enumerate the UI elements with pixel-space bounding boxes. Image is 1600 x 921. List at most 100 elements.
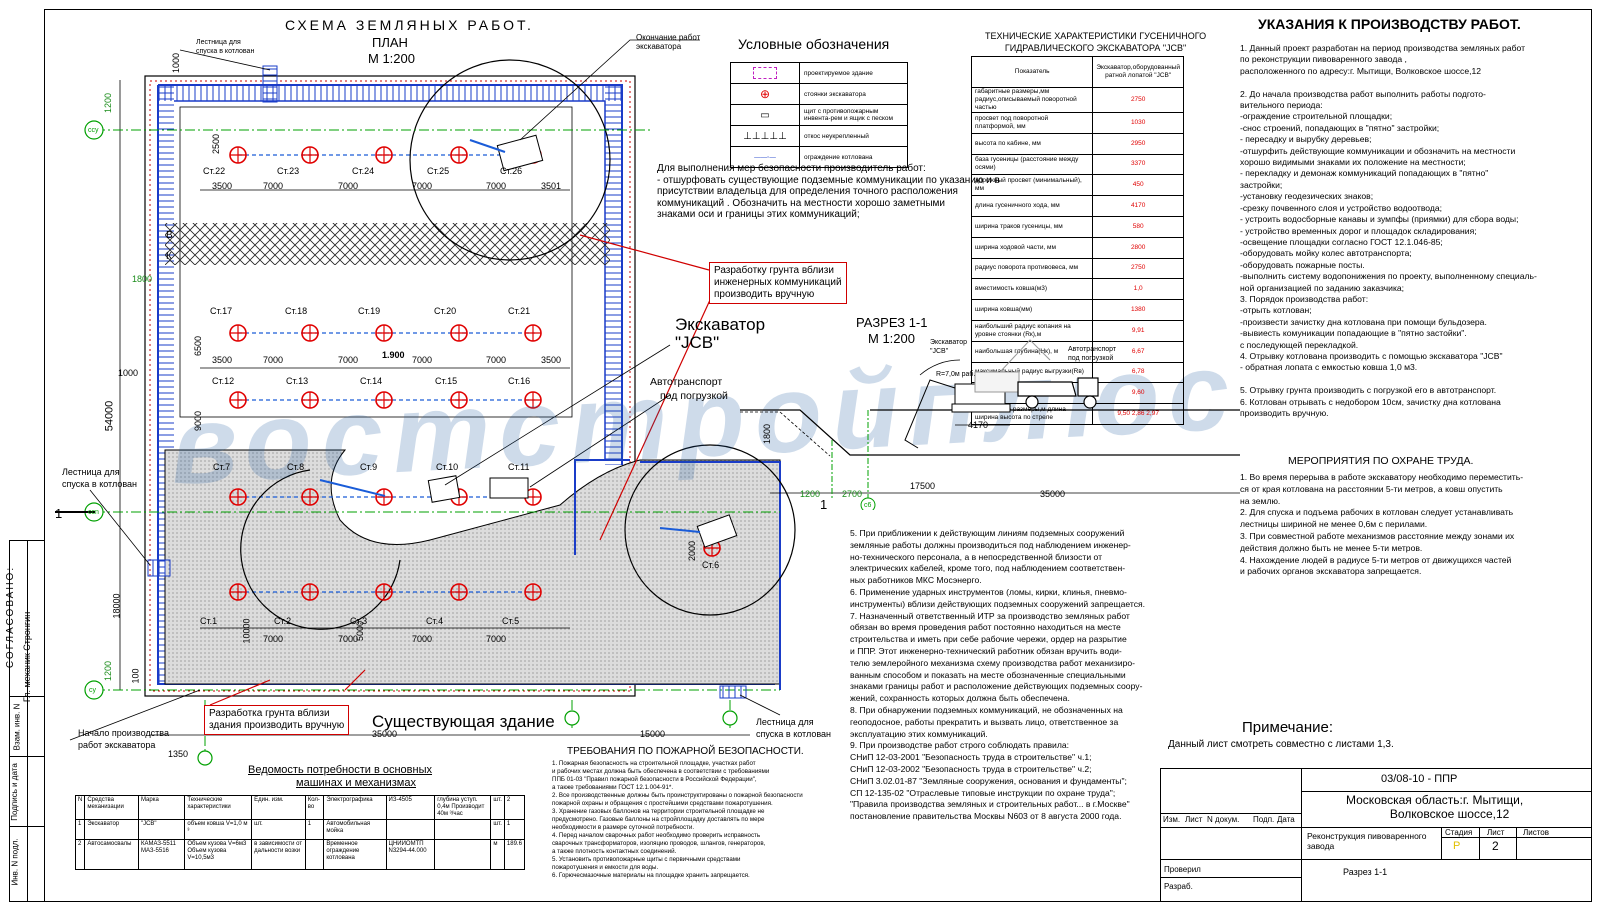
station-label: Ст.9: [360, 462, 378, 472]
developed-label: Разраб.: [1164, 882, 1193, 891]
labor-text: 1. Во время перерыва в работе экскаватор…: [1240, 472, 1524, 577]
inv-no-label: Инв. N подл.: [10, 838, 20, 886]
section-mark-left: 1: [55, 506, 63, 521]
fire-title: ТРЕБОВАНИЯ ПО ПОЖАРНОЙ БЕЗОПАСНОСТИ.: [567, 746, 804, 757]
swap-inv-label: Взам. инв. N: [12, 703, 22, 751]
existing-building-label: Существующая здание: [372, 712, 555, 731]
station-label: Ст.5: [502, 616, 520, 626]
section-title: РАЗРЕЗ 1-1: [856, 315, 928, 330]
labor-title: МЕРОПРИЯТИЯ ПО ОХРАНЕ ТРУДА.: [1288, 455, 1474, 467]
dim-label: 3500: [212, 355, 233, 365]
section-axis: c6: [864, 502, 872, 509]
svg-text:В: В: [166, 230, 173, 241]
dim-label: 7000: [412, 181, 433, 191]
dim-label: 1.900: [382, 350, 405, 360]
dim-label: 1800: [132, 274, 153, 284]
dim-label: 100: [130, 668, 141, 684]
axis-label: ccn: [88, 509, 99, 516]
section-dim: 17500: [910, 481, 936, 491]
dim-label: 7000: [263, 181, 284, 191]
sign-date-label: Подпись и дата: [9, 763, 19, 821]
sheet-header: Лист: [1487, 828, 1505, 837]
mechanic-label: Гл. механик Стронгин: [22, 611, 33, 703]
dim-label: 35000: [372, 729, 398, 739]
station-label: Ст.18: [285, 306, 308, 316]
col-list: Лист: [1185, 815, 1203, 824]
dim-label: 7000: [338, 181, 359, 191]
axis-label: ccy: [88, 127, 99, 134]
doc-sheet-name: Разрез 1-1: [1343, 867, 1388, 877]
side-stamp: СОГЛАСОВАНО: Гл. механик Стронгин Взам. …: [5, 540, 45, 902]
dim-label: 7000: [412, 634, 433, 644]
station-label: Ст.2: [274, 616, 292, 626]
station-label: Ст.20: [434, 306, 457, 316]
dim-label: 6500: [193, 335, 204, 357]
safety-text: Для выполнения мер безопасности производ…: [657, 163, 1000, 220]
station-label: Ст.21: [508, 306, 531, 316]
plan-subtitle: ПЛАН: [372, 35, 408, 50]
sheets-header: Листов: [1523, 828, 1549, 837]
dim-label: 7000: [338, 355, 359, 365]
col-doc: N докум.: [1207, 815, 1240, 824]
station-label: Ст.3: [350, 616, 368, 626]
title-block: 03/08-10 - ППР Московская область:г. Мыт…: [1160, 768, 1592, 902]
section-dim: 2700: [842, 489, 863, 499]
dim-label: 1350: [168, 749, 189, 759]
note-title: Примечание:: [1242, 719, 1333, 736]
doc-code: 03/08-10 - ППР: [1381, 773, 1458, 785]
section-dim: 4170: [968, 420, 989, 430]
note-text: Данный лист смотреть совместно с листами…: [1168, 739, 1394, 750]
sheet-frame: [44, 9, 1592, 902]
dim-label: 3500: [212, 181, 233, 191]
section-dim: 1800: [762, 423, 773, 445]
dim-label: 7000: [486, 355, 507, 365]
section-excavator-label: Экскаватор"JCB": [930, 339, 968, 355]
section-dim: 1200: [800, 489, 821, 499]
plan-drawing: ВК: [55, 39, 796, 766]
svg-text:К: К: [166, 251, 172, 262]
dim-label: 2000: [687, 540, 698, 562]
station-label: Ст.8: [287, 462, 305, 472]
plan-title: СХЕМА ЗЕМЛЯНЫХ РАБОТ.: [285, 17, 534, 33]
section-mark-right: 1: [820, 497, 828, 512]
doc-place: Московская область:г. Мытищи,Волковское …: [1346, 793, 1524, 821]
agreed-label: СОГЛАСОВАНО:: [5, 565, 17, 669]
dim-label: 7000: [412, 355, 433, 365]
section-radius: R=7,0м раб.: [936, 371, 976, 378]
checked-label: Проверил: [1164, 865, 1201, 874]
station-label: Ст.15: [435, 376, 458, 386]
station-label: Ст.22: [203, 166, 226, 176]
dim-label: 7000: [486, 634, 507, 644]
dim-label: 1200: [103, 660, 114, 682]
dim-label: 1200: [103, 92, 114, 114]
dim-label: 3501: [541, 181, 562, 191]
legend-title: Условные обозначения: [738, 36, 890, 52]
dim-label: 54000: [103, 400, 116, 432]
station-label: Ст.26: [500, 166, 523, 176]
dim-label: 1000: [118, 368, 139, 378]
stage-value: Р: [1453, 840, 1461, 852]
station-label: Ст.25: [427, 166, 450, 176]
dim-label: 15000: [640, 729, 666, 739]
col-izm: Изм.: [1163, 815, 1181, 824]
station-label: Ст.11: [508, 462, 530, 472]
station-label: Ст.24: [352, 166, 375, 176]
col-date: Дата: [1277, 815, 1295, 824]
stage-header: Стадия: [1445, 828, 1473, 837]
sheet-value: 2: [1492, 839, 1499, 853]
dim-label: 7000: [263, 355, 284, 365]
station-label: Ст.19: [358, 306, 381, 316]
dim-label: 9000: [193, 410, 204, 432]
instructions-text: 1. Данный проект разработан на период пр…: [1240, 43, 1537, 418]
section-drawing: [740, 339, 1240, 510]
